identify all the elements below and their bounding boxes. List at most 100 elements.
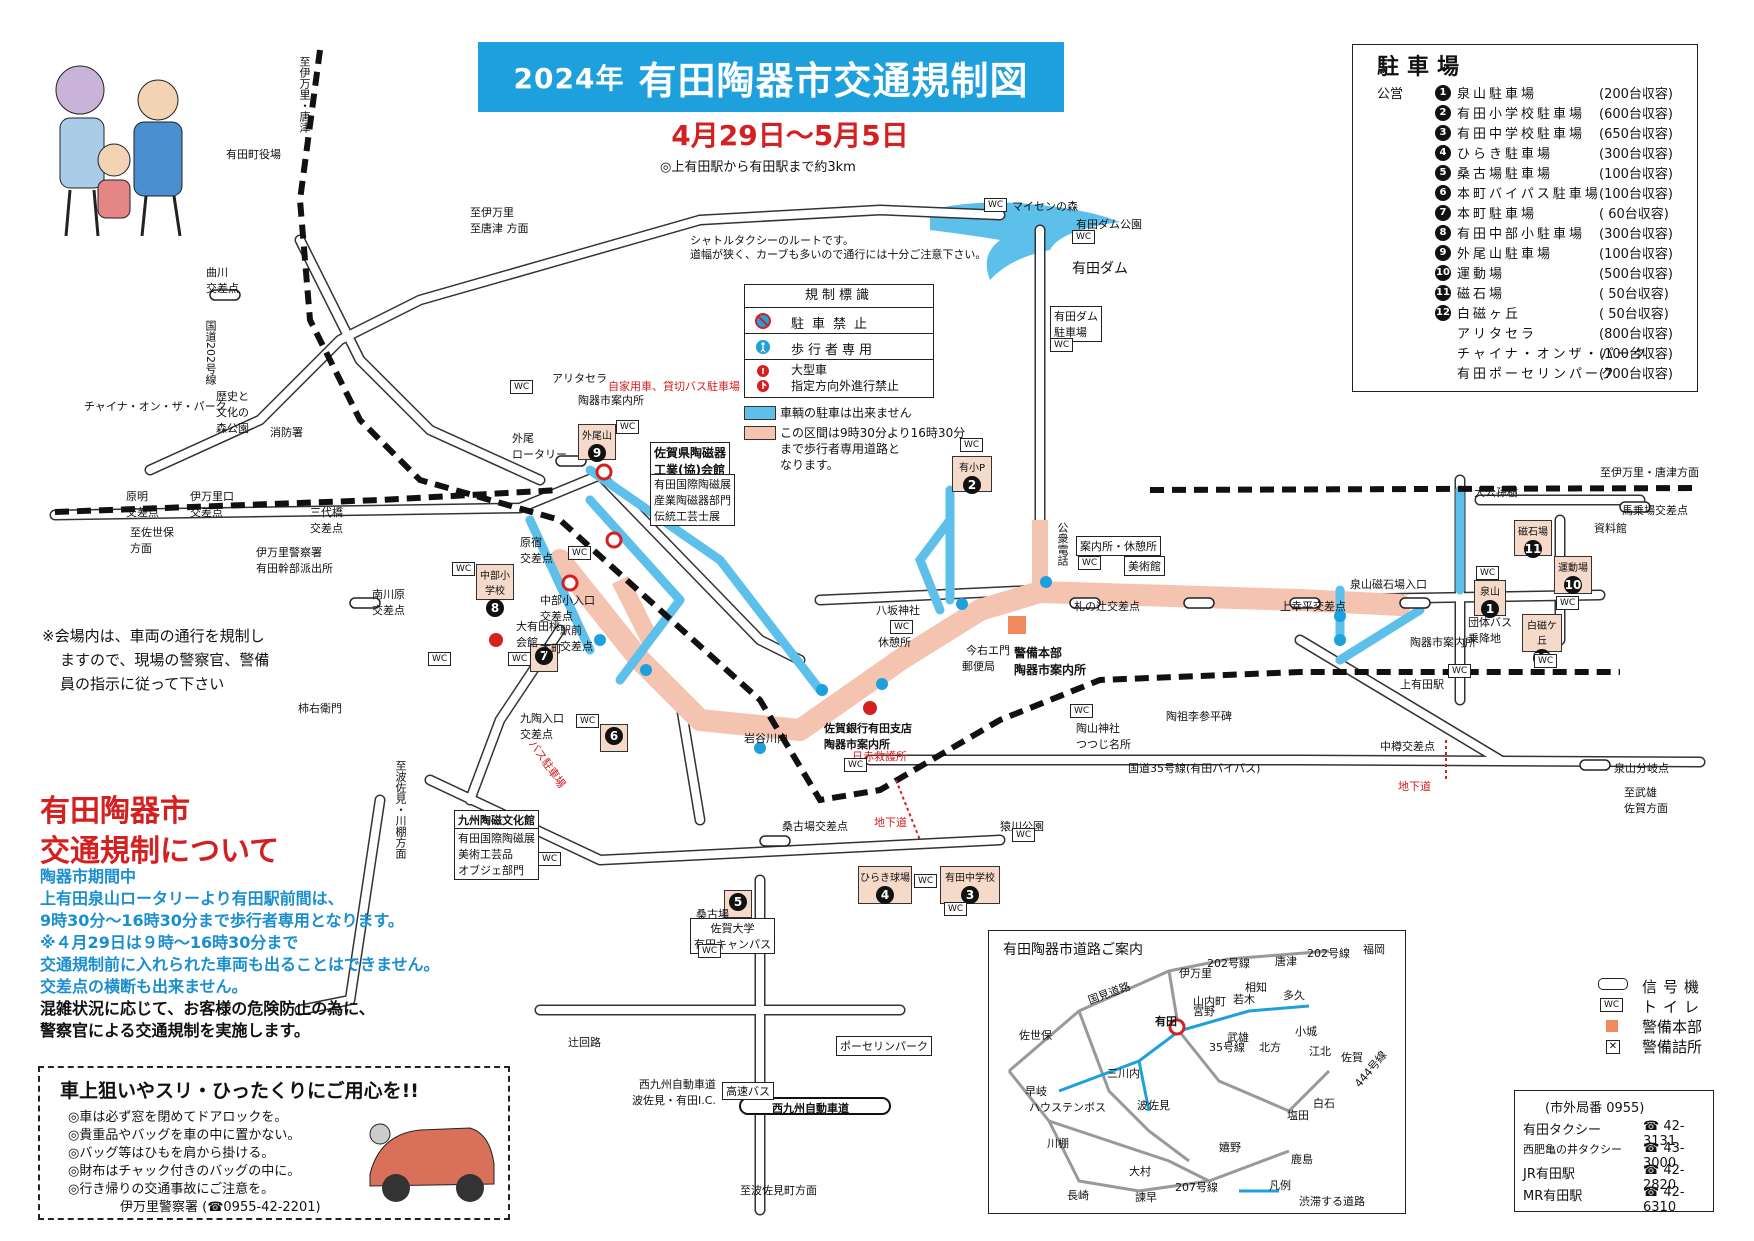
label-fuda-crossing: 札の辻交差点: [1074, 600, 1140, 613]
taxi-row: 西肥亀の井タクシー☎ 43-3000: [1523, 1141, 1709, 1171]
parking-name: 本町駐車場: [1457, 207, 1538, 222]
label-pottery-info-right: 陶器市案内所: [1410, 636, 1476, 649]
label-public-phone: 公衆電話: [1056, 522, 1069, 566]
guide-town: 波佐見: [1137, 1099, 1170, 1112]
label-nishikyushu: 西九州自動車道 波佐見・有田I.C.: [632, 1078, 716, 1107]
caution-line-1: ※会場内は、車両の通行を規制し: [42, 627, 265, 645]
wc-label: WC: [1534, 654, 1558, 668]
blue-note: 車輌の駐車は出来ません: [780, 406, 912, 420]
wc-label: WC: [508, 652, 532, 666]
parking-name: 本町バイパス駐車場: [1457, 187, 1601, 202]
label-highway: 西九州自動車道: [772, 1102, 849, 1115]
guide-town: 白石: [1313, 1097, 1335, 1110]
label-kuwakoba-small: 桑古場: [696, 908, 729, 921]
label-kuwakoba: 桑古場交差点: [782, 820, 848, 833]
label-mitsuyu: 三代橋 交差点: [310, 506, 343, 535]
parking-number-badge: 1: [1435, 85, 1451, 101]
guide-road: 207号線: [1175, 1181, 1218, 1194]
wc-label: WC: [844, 758, 868, 772]
label-museum: 美術館: [1124, 556, 1165, 576]
label-to-takeo: 至武雄 佐賀方面: [1624, 786, 1668, 815]
taxi-name: JR有田駅: [1523, 1167, 1575, 1182]
parking-capacity: (700台収容): [1599, 367, 1673, 382]
road-guide-title: 有田陶器市道路ご案内: [1003, 942, 1143, 958]
parking-capacity: (100台収容): [1599, 347, 1673, 362]
wc-label: WC: [914, 874, 938, 888]
venue-caution-note: ※会場内は、車両の通行を規制し ますので、現場の警察官、警備 員の指示に従って下…: [42, 624, 269, 696]
label-pottery-info: 陶器市案内所: [578, 394, 644, 407]
wc-label: WC: [944, 902, 968, 916]
guide-legend-label: 凡例: [1269, 1179, 1291, 1192]
wc-label: WC: [1072, 230, 1096, 244]
label-to-sasebo: 至佐世保 方面: [130, 526, 174, 555]
guide-town: 三川内: [1107, 1067, 1140, 1080]
reg-no-parking-label: 駐車禁止: [791, 317, 876, 332]
parking-title: 駐車場: [1377, 55, 1468, 80]
parking-capacity: ( 50台収容): [1599, 287, 1669, 302]
taxi-row: JR有田駅☎ 42-2820: [1523, 1163, 1709, 1193]
regulation-info-blue: 陶器市期間中 上有田泉山ロータリーより有田駅前間は、 9時30分〜16時30分ま…: [40, 866, 440, 998]
reg-large-vehicle-label: 大型車 指定方向外進行禁止: [791, 363, 900, 393]
parking-number-badge: 3: [1435, 125, 1451, 141]
parking-capacity: (800台収容): [1599, 327, 1673, 342]
label-hq: 警備本部 陶器市案内所: [1014, 646, 1087, 677]
theft-item: ◎貴重品やバッグを車の中に置かない。: [68, 1128, 301, 1143]
label-iwayagawachi: 岩谷川内: [744, 732, 788, 745]
parking-number-badge: 9: [1435, 245, 1451, 261]
parking-number-badge: 2: [1435, 105, 1451, 121]
parking-marker-5[interactable]: 5: [724, 890, 752, 918]
blue-line: 交通規制前に入れられた車両も出ることはできません。: [40, 955, 440, 974]
theft-warning-box: 車上狙いやスリ・ひったくりにご用心を!! ◎車は必ず窓を閉めてドアロックを。 ◎…: [38, 1066, 510, 1220]
label-saga-ceramics: 佐賀県陶磁器 工業(協)会館: [650, 442, 731, 480]
label-hara: 原明 交差点: [126, 490, 159, 519]
parking-number-badge: 5: [1435, 165, 1451, 181]
guide-road: 35号線: [1209, 1041, 1245, 1054]
pedestrian-signs: [594, 576, 1346, 754]
label-baba-crossing: 馬乗場交差点: [1622, 504, 1688, 517]
label-to-imari-right: 至伊万里・唐津方面: [1600, 466, 1699, 479]
guide-town: 江北: [1309, 1045, 1331, 1058]
reg-row-large-vehicle: 大型車 指定方向外進行禁止: [745, 359, 933, 398]
label-town-office: 有田町役場: [226, 148, 281, 161]
label-history-park: 歴史と 文化の 森公園: [216, 390, 249, 435]
guide-town: 伊万里: [1179, 967, 1212, 980]
parking-marker-7[interactable]: 7: [530, 644, 558, 672]
guide-town: 嬉野: [1219, 1141, 1241, 1154]
family-illustration: [55, 65, 183, 237]
parking-number-badge: 4: [1435, 145, 1451, 161]
parking-marker-12[interactable]: 白磁ケ丘12: [1522, 614, 1562, 667]
pedestrian-only-route: [549, 549, 1411, 741]
guide-town: 唐津: [1275, 955, 1297, 968]
legend-post: 警備詰所: [1642, 1038, 1703, 1056]
label-info-rest: 案内所・休憩所: [1076, 536, 1161, 556]
label-rest-1: 休憩所: [878, 636, 911, 649]
guide-town: 山内町: [1193, 995, 1226, 1008]
saga-bank-info-dot: [863, 701, 877, 715]
wc-label: WC: [452, 562, 476, 576]
parking-capacity: ( 60台収容): [1599, 207, 1669, 222]
wc-label: WC: [1070, 704, 1094, 718]
guide-town: 塩田: [1287, 1109, 1309, 1122]
label-kyushu-sub: 有田国際陶磁展 美術工芸品 オブジェ部門: [454, 828, 539, 880]
public-label: 公営: [1377, 87, 1404, 102]
parking-name: 有田中学校駐車場: [1457, 127, 1586, 142]
caution-line-3: 員の指示に従って下さい: [60, 675, 225, 693]
parking-capacity: (100台収容): [1599, 247, 1673, 262]
wc-label: WC: [568, 546, 592, 560]
wc-label: WC: [960, 438, 984, 452]
wc-label: WC: [1476, 566, 1500, 580]
label-route202: 国道202号線: [204, 320, 217, 385]
parking-marker-6[interactable]: 6: [600, 724, 628, 752]
